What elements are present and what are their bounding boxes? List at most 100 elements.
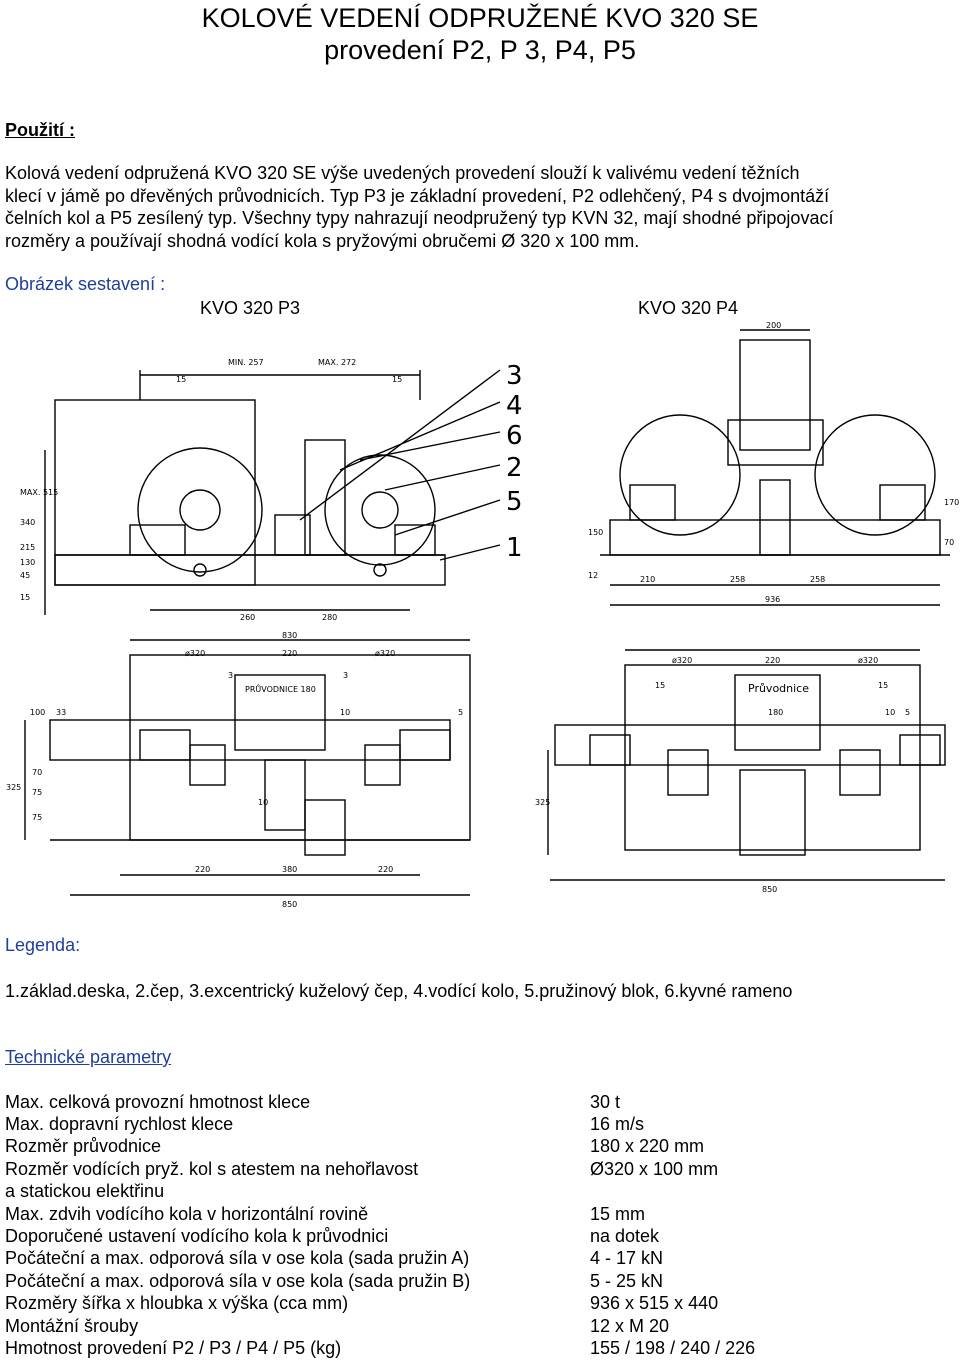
parameter-row: Počáteční a max. odporová síla v ose kol…	[5, 1247, 955, 1269]
dim-label: 210	[640, 575, 655, 584]
parameter-row: Doporučené ustavení vodícího kola k prův…	[5, 1225, 955, 1247]
parameter-label: Rozměr průvodnice	[5, 1136, 162, 1156]
dim-label: 70	[32, 768, 42, 777]
usage-paragraph: Kolová vedení odpružená KVO 320 SE výše …	[5, 162, 960, 252]
dim-label: MIN. 257	[228, 358, 264, 367]
dim-label: 75	[32, 813, 42, 822]
parameter-label: Rozměr vodících pryž. kol s atestem na n…	[5, 1159, 419, 1179]
dim-label: 33	[56, 708, 66, 717]
dim-label: 5	[458, 708, 463, 717]
dim-label: 180	[768, 708, 783, 717]
dim-label: 220	[765, 656, 780, 665]
dim-label: 170	[944, 498, 959, 507]
dim-label: 258	[810, 575, 825, 584]
dim-label: 380	[282, 865, 297, 874]
parameter-value: 16 m/s	[590, 1114, 645, 1134]
callout-4: 4	[506, 391, 523, 421]
dim-label: 45	[20, 571, 30, 580]
dim-label: 130	[20, 558, 35, 567]
dim-label: 15	[20, 593, 30, 602]
callout-1: 1	[506, 533, 523, 563]
assembly-heading: Obrázek sestavení :	[5, 274, 166, 294]
usage-line: klecí v jámě po dřevěných průvodnicích. …	[5, 185, 830, 206]
parameter-value: 30 t	[590, 1092, 621, 1112]
parameter-row: Max. zdvih vodícího kola v horizontální …	[5, 1203, 955, 1225]
usage-line: Kolová vedení odpružená KVO 320 SE výše …	[5, 163, 800, 183]
dim-label: 15	[392, 375, 402, 384]
dim-label: 150	[588, 528, 603, 537]
guide-wheel-right	[814, 414, 936, 536]
dim-label: 75	[32, 788, 42, 797]
parameter-value: Ø320 x 100 mm	[590, 1159, 719, 1179]
dim-label: 15	[176, 375, 186, 384]
parameter-row: Max. dopravní rychlost klece 16 m/s	[5, 1113, 955, 1135]
dim-label: 325	[6, 783, 21, 792]
dim-label: 340	[20, 518, 35, 527]
dim-label: MAX. 272	[318, 358, 356, 367]
parameter-value: 15 mm	[590, 1204, 646, 1224]
dim-label: ø320	[375, 649, 395, 658]
callout-2: 2	[506, 453, 523, 483]
dim-label: MAX. 515	[20, 488, 58, 497]
dim-label: 3	[228, 671, 233, 680]
dim-label: 220	[378, 865, 393, 874]
dim-label: 10	[885, 708, 895, 717]
parameter-value: 180 x 220 mm	[590, 1136, 705, 1156]
guide-wheel-right	[324, 454, 436, 566]
parameter-label: Max. zdvih vodícího kola v horizontální …	[5, 1204, 369, 1224]
dim-label: ø320	[185, 649, 205, 658]
dim-label: 830	[282, 631, 297, 640]
parameter-label: Doporučené ustavení vodícího kola k prův…	[5, 1226, 389, 1246]
dim-label: 220	[282, 649, 297, 658]
parameter-label: Počáteční a max. odporová síla v ose kol…	[5, 1248, 470, 1268]
assembly-drawing: 3 4 6 2 5 1 MIN. 257 MAX. 272 15 15 MAX.…	[6, 321, 959, 909]
dim-label: 280	[322, 613, 337, 622]
document-title-line1: KOLOVÉ VEDENÍ ODPRUŽENÉ KVO 320 SE	[201, 3, 759, 33]
figure-label-p3: KVO 320 P3	[200, 298, 301, 318]
parameter-label: Hmotnost provedení P2 / P3 / P4 / P5 (kg…	[5, 1338, 342, 1358]
dim-label: 220	[195, 865, 210, 874]
dim-label: ø320	[672, 656, 692, 665]
dim-label: 850	[762, 885, 777, 894]
dim-label: 10	[258, 798, 268, 807]
parameter-label: Počáteční a max. odporová síla v ose kol…	[5, 1271, 471, 1291]
dim-label: 15	[878, 681, 888, 690]
parameters-heading: Technické parametry	[5, 1047, 172, 1067]
usage-line: čelních kol a P5 zesílený typ. Všechny t…	[5, 208, 834, 228]
parameter-row: Hmotnost provedení P2 / P3 / P4 / P5 (kg…	[5, 1337, 955, 1359]
callout-6: 6	[506, 421, 523, 451]
parameter-row: Max. celková provozní hmotnost klece 30 t	[5, 1091, 955, 1113]
parameter-label: a statickou elektřinu	[5, 1181, 165, 1201]
parameter-value: 4 - 17 kN	[590, 1248, 664, 1268]
figure-label-p4: KVO 320 P4	[638, 298, 739, 318]
p3-side-view	[44, 369, 501, 615]
dim-label: 10	[340, 708, 350, 717]
usage-heading: Použití :	[5, 120, 75, 140]
p3-plan-view	[24, 639, 471, 896]
parameter-value: 5 - 25 kN	[590, 1271, 664, 1291]
parameter-value: 155 / 198 / 240 / 226	[590, 1338, 756, 1358]
parameter-row: a statickou elektřinu	[5, 1180, 955, 1202]
dim-label: 3	[343, 671, 348, 680]
parameter-value: 12 x M 20	[590, 1316, 670, 1336]
guide-wheel-left	[137, 447, 263, 573]
dim-label: 258	[730, 575, 745, 584]
dim-label: Průvodnice	[748, 682, 809, 695]
parameter-value: 936 x 515 x 440	[590, 1293, 719, 1313]
callout-3: 3	[506, 361, 523, 391]
dim-label: 936	[765, 595, 780, 604]
p4-plan-view	[547, 649, 946, 881]
dim-label: ø320	[858, 656, 878, 665]
parameter-label: Max. dopravní rychlost klece	[5, 1114, 234, 1134]
dim-label: 5	[905, 708, 910, 717]
dim-label: 15	[655, 681, 665, 690]
dim-label: PRŮVODNICE 180	[245, 683, 316, 694]
legend-heading: Legenda:	[5, 935, 81, 955]
parameter-label: Max. celková provozní hmotnost klece	[5, 1092, 311, 1112]
legend-text: 1.základ.deska, 2.čep, 3.excentrický kuž…	[5, 981, 793, 1001]
parameter-row: Rozměr průvodnice 180 x 220 mm	[5, 1135, 955, 1157]
dim-label: 100	[30, 708, 45, 717]
guide-wheel-left	[619, 414, 741, 536]
dim-label: 260	[240, 613, 255, 622]
